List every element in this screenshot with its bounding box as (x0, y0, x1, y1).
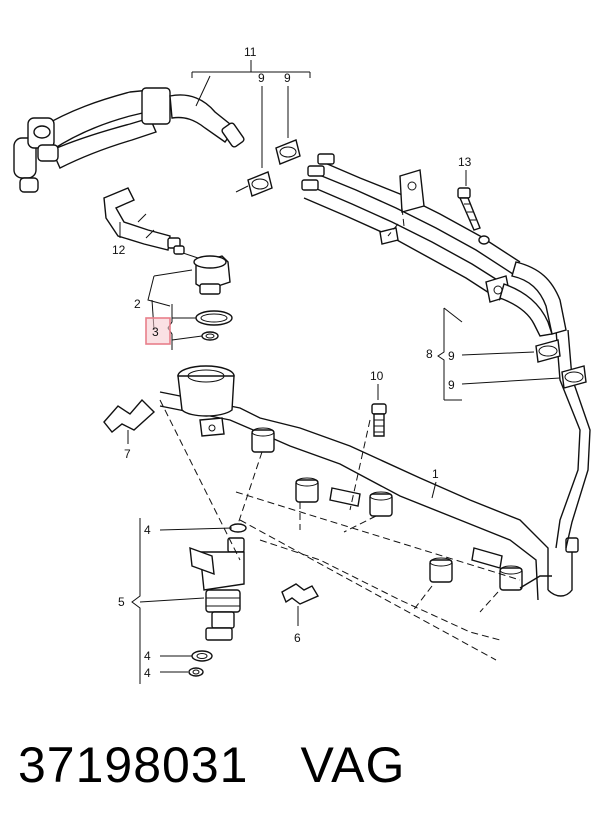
bolt-13 (457, 187, 490, 245)
callout-10: 10 (370, 369, 384, 383)
callout-9-top-right: 9 (284, 71, 291, 85)
bolt-10 (371, 403, 387, 437)
exploded-parts-diagram: 11 9 9 13 12 2 3 8 9 9 10 7 1 4 5 6 4 4 (13, 45, 591, 684)
part-12-hose (103, 187, 181, 251)
part-caption: 37198031 VAG (18, 736, 598, 806)
callout-13: 13 (458, 155, 472, 169)
brand-name: VAG (300, 737, 406, 793)
callout-3: 3 (152, 325, 159, 339)
callout-11: 11 (244, 45, 257, 59)
retaining-clip (103, 398, 156, 433)
callout-1: 1 (432, 467, 439, 481)
callout-4-bottom: 4 (144, 666, 151, 680)
highlight-box (145, 317, 171, 345)
callout-4-top: 4 (144, 523, 151, 537)
callout-9-mid: 9 (448, 349, 455, 363)
fuel-rail (159, 365, 579, 601)
assembly-lines (159, 207, 521, 661)
vacuum-hose-assembly (13, 87, 245, 193)
hose-clamps (247, 139, 587, 389)
pressure-regulator (173, 245, 231, 295)
callout-6: 6 (294, 631, 301, 645)
callout-9-low: 9 (448, 378, 455, 392)
callout-4-mid: 4 (144, 649, 151, 663)
callout-2: 2 (134, 297, 141, 311)
part-number: 37198031 (18, 737, 249, 793)
callout-9-top-left: 9 (258, 71, 265, 85)
callout-5: 5 (118, 595, 125, 609)
injector-clip (281, 583, 320, 605)
leader-lines (119, 60, 561, 684)
injector (188, 523, 247, 677)
callout-8: 8 (426, 347, 433, 361)
callout-7: 7 (124, 447, 131, 461)
callout-12: 12 (112, 243, 126, 257)
fuel-lines (301, 153, 591, 549)
